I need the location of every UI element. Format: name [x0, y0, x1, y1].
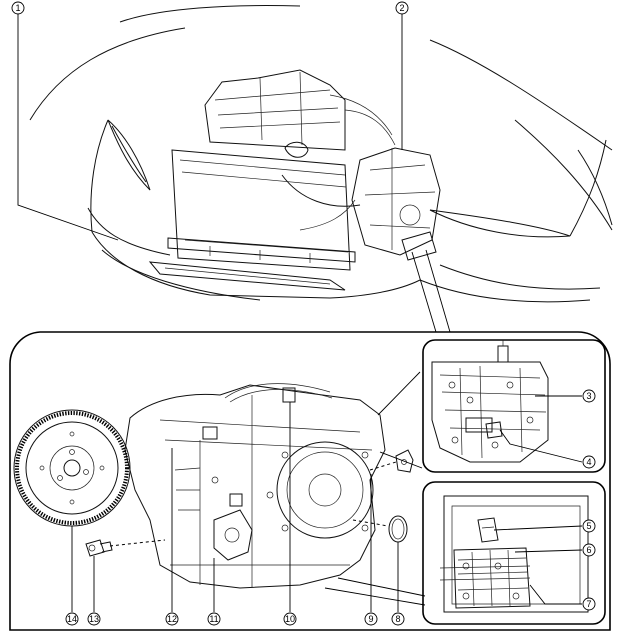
svg-text:12: 12 [167, 614, 177, 624]
callout-5: 5 [582, 519, 596, 533]
detail-view-frame [9, 331, 611, 631]
svg-text:5: 5 [586, 521, 591, 531]
callout-7: 7 [582, 597, 596, 611]
callout-9: 9 [364, 612, 378, 626]
inset-valve-body [422, 339, 606, 473]
callout-1: 1 [11, 1, 25, 15]
inset-oil-pan [422, 481, 606, 625]
drive-plate-illustration [13, 409, 131, 527]
callout-14: 14 [65, 612, 79, 626]
callout-11: 11 [207, 612, 221, 626]
svg-text:9: 9 [368, 614, 373, 624]
svg-text:6: 6 [586, 545, 591, 555]
svg-text:13: 13 [89, 614, 99, 624]
svg-text:7: 7 [586, 599, 591, 609]
svg-text:1: 1 [15, 3, 20, 13]
speed-sensor-illustration [85, 539, 113, 557]
svg-text:3: 3 [586, 391, 591, 401]
transaxle-assembly [124, 383, 386, 589]
svg-text:8: 8 [395, 614, 400, 624]
callout-6: 6 [582, 543, 596, 557]
callout-8: 8 [391, 612, 405, 626]
svg-text:10: 10 [285, 614, 295, 624]
svg-text:11: 11 [209, 614, 218, 624]
vehicle-engine-bay-illustration [29, 5, 613, 303]
callout-3: 3 [582, 389, 596, 403]
svg-text:4: 4 [586, 457, 591, 467]
svg-text:14: 14 [67, 614, 77, 624]
callout-4: 4 [582, 455, 596, 469]
callout-12: 12 [165, 612, 179, 626]
svg-text:2: 2 [399, 3, 404, 13]
callout-10: 10 [283, 612, 297, 626]
oil-strainer-illustration [439, 495, 589, 613]
callout-2: 2 [395, 1, 409, 15]
callout-13: 13 [87, 612, 101, 626]
bracket-illustration [395, 449, 414, 473]
valve-body-illustration [431, 340, 549, 463]
